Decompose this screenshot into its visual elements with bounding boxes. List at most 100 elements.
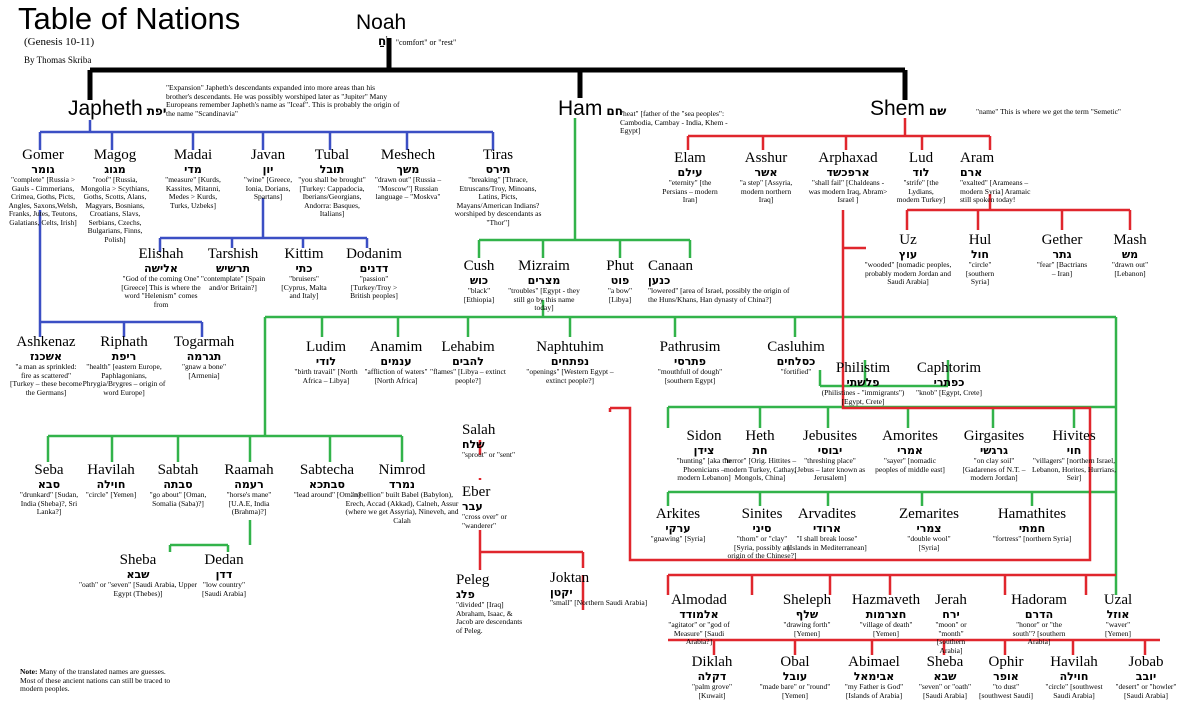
node-hebrew: ערקי (665, 522, 691, 535)
node-name: Arvadites (797, 506, 857, 522)
node-name: Hivites (1052, 428, 1096, 444)
node-name: Sheba (926, 654, 964, 670)
node-desc: "thorn" or "clay" [Syria, possibly an or… (727, 534, 797, 560)
node-desc: "go about" [Oman, Somalia (Saba)?] (149, 490, 207, 508)
author: By Thomas Skriba (24, 55, 92, 65)
node-hebrew: חוילה (1059, 670, 1089, 683)
node-hebrew: אבימאל (853, 670, 895, 683)
shem-desc: "name" This is where we get the term "Se… (976, 107, 1166, 117)
node-hebrew: נֹחַ (378, 34, 392, 48)
connector-shem (478, 118, 1160, 655)
node-hebrew: פלשתי (846, 376, 880, 389)
node-desc: "a step" [Assyria, modern northern Iraq] (739, 178, 793, 204)
node-name: Jebusites (802, 428, 858, 444)
node-hebrew: דדן (215, 568, 233, 581)
node-hebrew: אשר (754, 166, 778, 179)
node-hebrew: יבוסי (817, 444, 843, 457)
node-hebrew: כסלחים (776, 355, 816, 368)
node-name: Phut (606, 258, 634, 274)
node-desc: "contemplate" [Spain and/or Britain?] (200, 274, 266, 292)
node-desc: "you shall be brought" [Turkey: Cappadoc… (298, 175, 366, 218)
ham-desc: "heat" [father of the "sea peoples": Cam… (620, 109, 740, 136)
node-desc: "low country" [Saudi Arabia] (202, 580, 246, 598)
node-desc: "flames" [Libya – extinct people?] (430, 367, 506, 385)
node-desc: "wine" [Greece, Ionia, Dorians, Spartans… (243, 175, 293, 201)
node-hebrew: אופר (993, 670, 1019, 683)
node-name: Sheba (119, 552, 157, 568)
node-name: Ophir (988, 654, 1024, 670)
node-name: Hazmaveth (851, 592, 921, 608)
node-name: Sabtah (157, 462, 199, 478)
node-name: Ludim (306, 339, 346, 355)
node-name: Amorites (882, 428, 938, 444)
node-name: Sabtecha (299, 462, 355, 478)
node-hebrew: מדי (184, 163, 202, 176)
node-hebrew: חוילה (96, 478, 126, 491)
japheth-desc: "Expansion" Japheth's descendants expand… (166, 83, 401, 118)
node-desc: "fortified" (780, 367, 812, 376)
node-desc: "hunting" [aka the Phoenicians – modern … (676, 456, 732, 482)
node-desc: "made bare" or "round" [Yemen] (759, 682, 831, 700)
node-hebrew: כפתרי (933, 376, 965, 389)
node-hebrew: יפת (146, 104, 167, 118)
node-desc: "troubles" [Egypt - they still go by thi… (508, 286, 580, 312)
node-hebrew: שלף (795, 608, 819, 621)
node-desc: "circle" [Yemen] (85, 490, 137, 499)
node-name: Aram (960, 150, 995, 166)
node-name: Girgasites (963, 428, 1025, 444)
node-desc: "my Father is God" [Islands of Arabia] (844, 682, 904, 700)
node-desc: "small" [Northern Saudi Arabia] (550, 598, 648, 607)
node-name: Gomer (22, 147, 64, 163)
node-name: Elishah (138, 246, 184, 262)
node-hebrew: נמרד (388, 478, 416, 491)
node-hebrew: שלח (462, 438, 485, 451)
node-desc: "knob" [Egypt, Crete] (916, 388, 982, 397)
node-desc: "gnaw a bone" [Armenia] (181, 362, 227, 380)
node-hebrew: עוץ (898, 248, 918, 261)
node-hebrew: חם (606, 104, 623, 118)
node-name: Togarmah (173, 334, 235, 350)
node-hebrew: תירס (485, 163, 511, 176)
node-hebrew: יובב (1135, 670, 1157, 683)
node-desc: "circle" [southwest Saudi Arabia] (1045, 682, 1103, 700)
node-name: Uzal (1103, 592, 1133, 608)
node-hebrew: ענמים (380, 355, 412, 368)
node-name: Tarshish (207, 246, 259, 262)
page-title: Table of Nations (18, 1, 241, 36)
node-desc: "eternity" [the Persians – modern Iran] (662, 178, 718, 204)
node-name: Lud (908, 150, 934, 166)
node-hebrew: דדנים (359, 262, 389, 275)
node-hebrew: ריפת (111, 350, 137, 363)
node-name: Obal (780, 654, 810, 670)
node-hebrew: שם (928, 104, 947, 118)
node-name: Arphaxad (818, 150, 878, 166)
note-label: Note: (20, 667, 38, 676)
node-desc: "village of death" [Yemen] (859, 620, 913, 638)
